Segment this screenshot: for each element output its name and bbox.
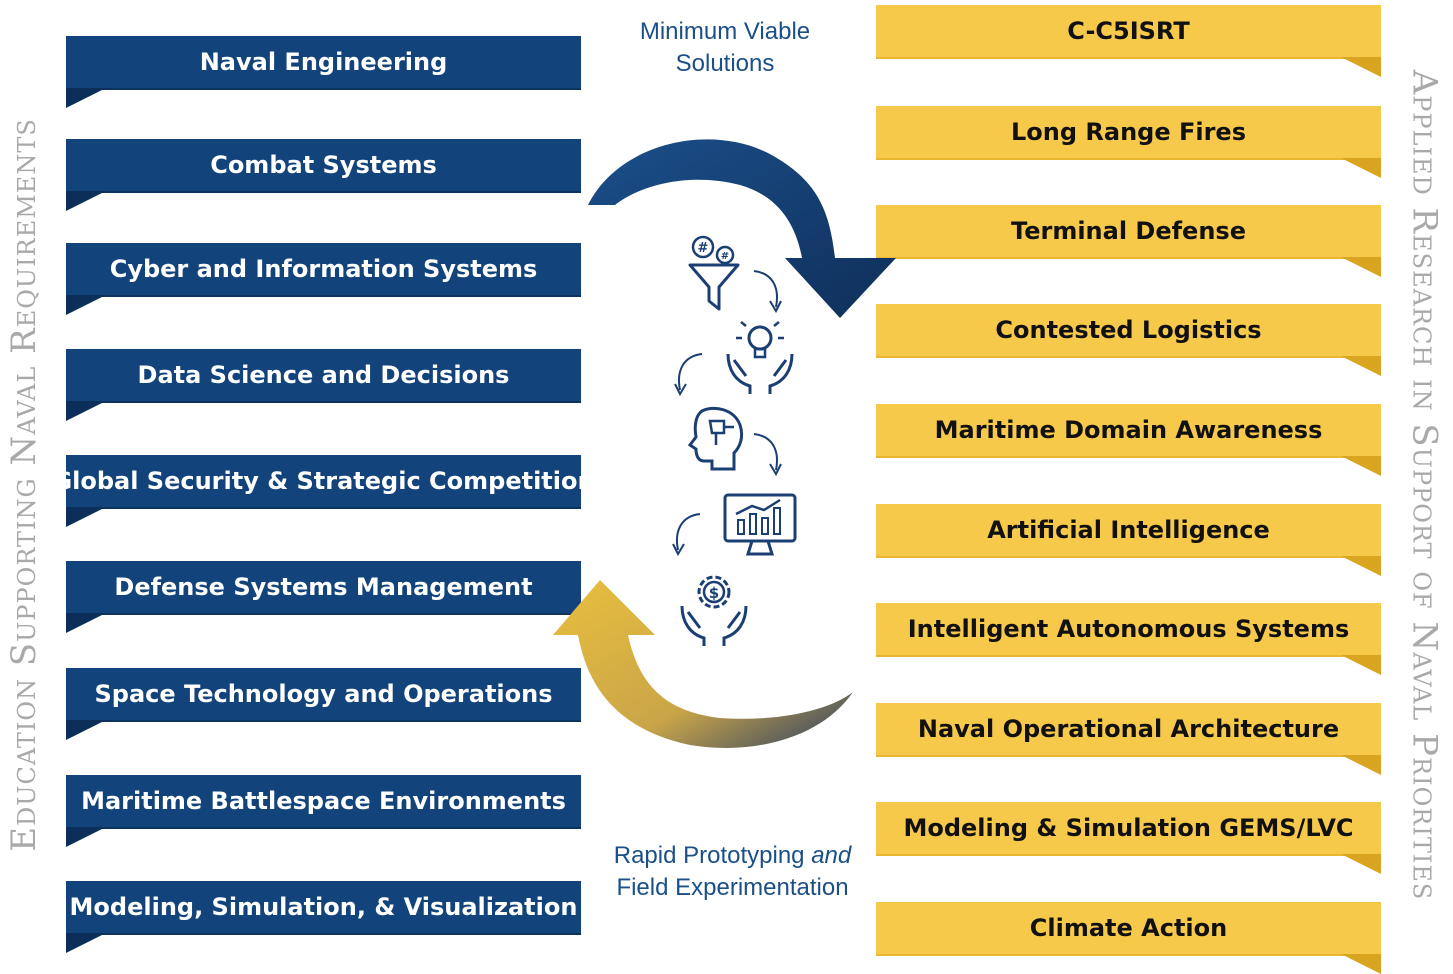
research-ribbon: C-C5ISRT [876,5,1381,57]
education-ribbon: Maritime Battlespace Environments [66,775,581,827]
education-side-label: Education Supporting Naval Requirements [0,0,48,970]
ribbon-fold [66,401,106,421]
ribbon-fold [66,720,106,740]
ribbon-fold [66,507,106,527]
research-side-label: Applied Research in Support of Naval Pri… [1400,0,1448,970]
ribbon-fold [1341,954,1381,974]
education-ribbon: Cyber and Information Systems [66,243,581,295]
bottom-caption: Rapid Prototyping and Field Experimentat… [600,840,865,904]
research-ribbon: Intelligent Autonomous Systems [876,603,1381,655]
svg-text:$: $ [709,584,719,602]
curved-arrow-icon [753,433,782,477]
svg-text:#: # [721,251,729,262]
monitor-chart-icon [723,493,797,556]
ribbon-fold [66,88,106,108]
education-ribbon: Naval Engineering [66,36,581,88]
research-ribbon: Long Range Fires [876,106,1381,158]
education-ribbon: Space Technology and Operations [66,668,581,720]
ribbon-fold [1341,854,1381,874]
ribbon-fold [1341,556,1381,576]
cycle-arrows [553,139,896,748]
ribbon-fold [66,933,106,953]
education-side-label-text: Education Supporting Naval Requirements [4,118,44,852]
ribbon-fold [66,191,106,211]
ribbon-fold [1341,456,1381,476]
research-ribbon: Terminal Defense [876,205,1381,257]
puzzle-head-icon [687,406,744,471]
bottom-caption-line1: Rapid Prototyping and [600,840,865,872]
bottom-caption-regular: Rapid Prototyping [613,842,812,869]
research-ribbon: Contested Logistics [876,304,1381,356]
research-ribbon: Artificial Intelligence [876,504,1381,556]
top-caption-line2: Solutions [675,50,775,77]
ribbon-fold [1341,655,1381,675]
curved-arrow-icon [753,270,782,314]
education-ribbon: Defense Systems Management [66,561,581,613]
research-side-label-text: Applied Research in Support of Naval Pri… [1404,69,1445,901]
research-ribbon: Naval Operational Architecture [876,703,1381,755]
bottom-gold-arrow [553,580,853,748]
top-caption-line1: Minimum Viable [639,18,811,45]
top-blue-arrow [588,139,896,318]
research-ribbon: Modeling & Simulation GEMS/LVC [876,802,1381,854]
ribbon-fold [1341,257,1381,277]
bottom-caption-italic: and [811,842,852,869]
svg-text:#: # [698,241,709,256]
research-ribbon: Maritime Domain Awareness [876,404,1381,456]
ribbon-fold [1341,158,1381,178]
top-caption: Minimum Viable Solutions [620,16,830,80]
ribbon-fold [1341,755,1381,775]
ribbon-fold [66,827,106,847]
dollar-gear-hands-icon: $ [680,575,748,646]
ribbon-fold [1341,356,1381,376]
research-ribbon: Climate Action [876,902,1381,954]
bottom-caption-line2: Field Experimentation [616,874,849,901]
curved-arrow-icon [672,513,701,557]
education-ribbon: Global Security & Strategic Competition [52,455,595,507]
ribbon-fold [1341,57,1381,77]
ribbon-fold [66,295,106,315]
education-ribbon: Data Science and Decisions [66,349,581,401]
ribbon-fold [66,613,106,633]
curved-arrow-icon [674,353,703,397]
education-ribbon: Combat Systems [66,139,581,191]
lightbulb-hands-icon [726,321,794,394]
funnel-icon: # # [688,235,740,311]
education-ribbon: Modeling, Simulation, & Visualization [66,881,581,933]
